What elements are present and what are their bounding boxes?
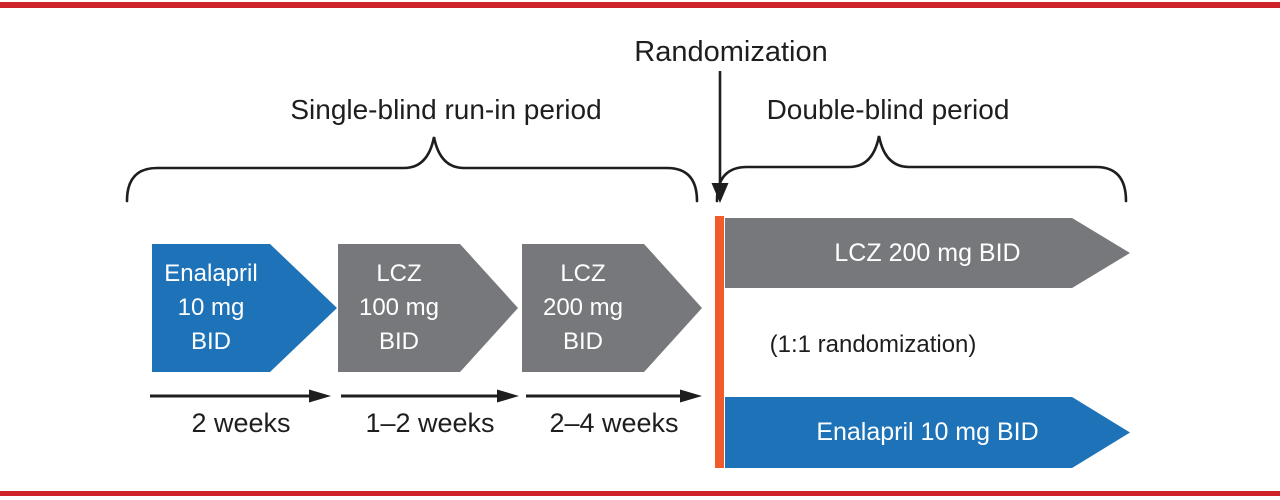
- run-in-step-label-line: 200 mg: [542, 294, 624, 321]
- run-in-step-label-line: BID: [378, 328, 419, 355]
- run-in-step-label-line: 10 mg: [177, 294, 245, 321]
- duration-label-step2: 1–2 weeks: [365, 408, 495, 438]
- run-in-brace: [125, 136, 699, 203]
- run-in-step-label-line: BID: [190, 328, 231, 355]
- double-blind-period-label: Double-blind period: [766, 94, 1010, 125]
- run-in-step-enalapril-arrow: Enalapril 10 mg BID: [152, 244, 337, 372]
- randomization-divider-bar: [715, 216, 724, 468]
- arm-label: Enalapril 10 mg BID: [816, 418, 1039, 446]
- double-blind-arm-enalapril-arrow: Enalapril 10 mg BID: [725, 397, 1130, 468]
- double-blind-brace: [715, 135, 1128, 203]
- run-in-step-label-line: BID: [562, 328, 603, 355]
- randomization-label: Randomization: [634, 36, 828, 68]
- duration-label-step3: 2–4 weeks: [549, 408, 679, 438]
- run-in-step-lcz100-arrow: LCZ 100 mg BID: [338, 244, 518, 372]
- run-in-period-label: Single-blind run-in period: [290, 94, 602, 125]
- randomization-arrow: [711, 71, 729, 203]
- run-in-step-label-line: LCZ: [376, 260, 422, 287]
- run-in-step-lcz200-arrow: LCZ 200 mg BID: [522, 244, 702, 372]
- double-blind-arm-lcz-arrow: LCZ 200 mg BID: [725, 218, 1130, 288]
- timeline-arrow-1: [150, 389, 331, 403]
- run-in-step-label-line: Enalapril: [164, 260, 258, 287]
- timeline-arrow-3: [526, 389, 702, 403]
- duration-label-step1: 2 weeks: [191, 408, 291, 438]
- bottom-border-rule: [0, 491, 1280, 496]
- top-border-rule: [0, 2, 1280, 8]
- run-in-step-label-line: LCZ: [560, 260, 606, 287]
- randomization-ratio-label: (1:1 randomization): [769, 331, 977, 358]
- run-in-step-label-line: 100 mg: [358, 294, 440, 321]
- arm-label: LCZ 200 mg BID: [834, 238, 1021, 267]
- timeline-arrow-2: [341, 389, 519, 403]
